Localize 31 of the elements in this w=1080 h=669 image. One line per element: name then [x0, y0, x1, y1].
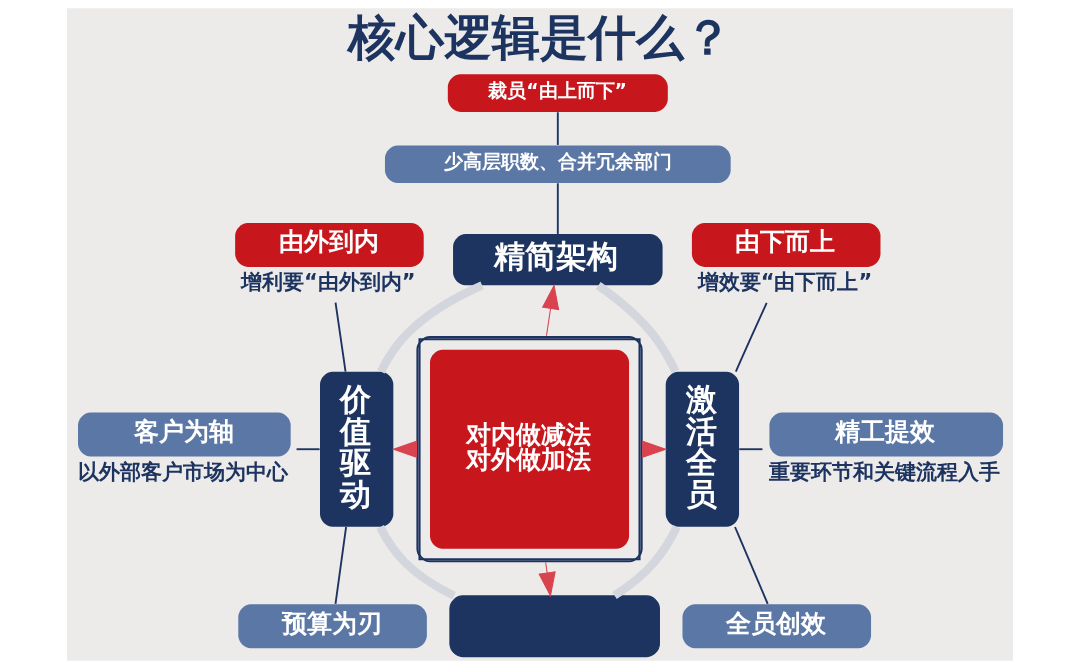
connector [556, 182, 559, 235]
node-label: 重要环节和关键流程入手 [769, 459, 1001, 484]
node-box: 激活全员 [665, 371, 740, 527]
connector [612, 525, 681, 600]
connector [595, 282, 680, 374]
node-box: 裁员“由上而下” [447, 74, 668, 112]
node-box: 客户为轴 [78, 412, 291, 457]
node-box: 预算为刃 [238, 604, 427, 649]
connector [556, 111, 559, 146]
node-box: 全员创效 [682, 604, 872, 649]
node-label: 以外部客户市场为中心 [78, 459, 288, 484]
arrow [541, 283, 560, 337]
node-box: 精简架构 [453, 233, 663, 286]
node-label: 增效要“由下而上” [697, 269, 873, 294]
node-box: 由外到内 [235, 222, 424, 267]
connector [334, 526, 348, 605]
connector [295, 448, 321, 451]
connector [334, 301, 347, 373]
node-box: 由下而上 [691, 222, 881, 267]
connector [376, 525, 456, 600]
connector [738, 448, 764, 451]
connector [377, 281, 484, 374]
node-box: 价值驱动 [320, 371, 394, 527]
connector [734, 301, 768, 373]
node-box [449, 595, 660, 658]
node-label: 增利要“由外到内” [240, 269, 416, 294]
diagram-title: 核心逻辑是什么？ [347, 9, 732, 66]
arrow [538, 562, 556, 598]
node-box: 少高层职数、合并冗余部门 [384, 145, 731, 184]
node-box: 精工提效 [769, 412, 1004, 457]
connector [734, 526, 769, 605]
